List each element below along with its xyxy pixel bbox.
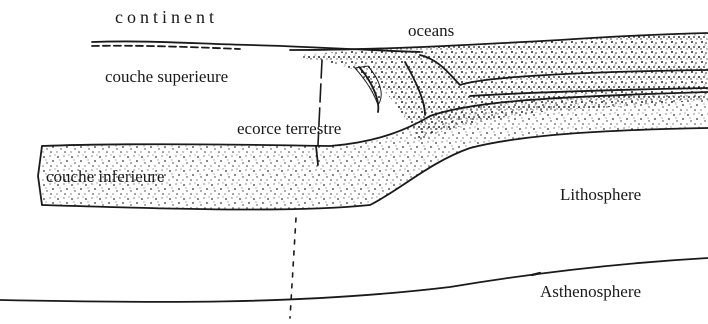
vertical-dash-lower <box>290 218 296 318</box>
label-continent: continent <box>115 8 218 26</box>
label-crust: ecorce terrestre <box>237 120 341 137</box>
label-oceans: oceans <box>408 22 454 39</box>
label-asthenosphere: Asthenosphere <box>540 283 641 300</box>
continent-surface-dashes <box>92 46 240 49</box>
label-upper-layer: couche superieure <box>105 68 228 85</box>
lower-layer-left-edge <box>38 146 42 205</box>
label-lithosphere: Lithosphere <box>560 186 641 203</box>
label-lower-layer: couche inferieure <box>46 168 164 185</box>
